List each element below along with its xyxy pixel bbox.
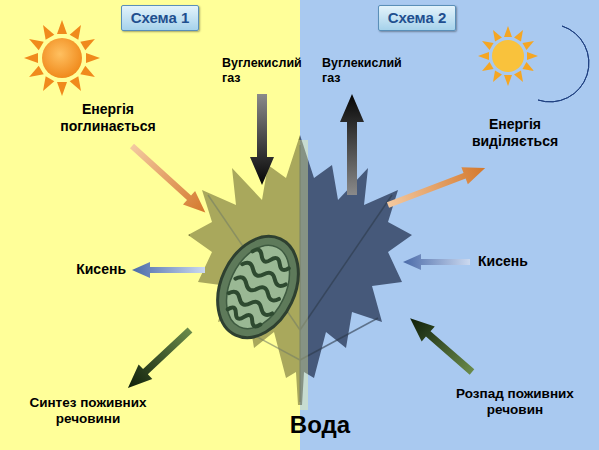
annotation-label: Вода bbox=[260, 411, 380, 440]
annotation-label: Енергія виділяється bbox=[450, 116, 580, 150]
oxygen-in-arrow bbox=[403, 254, 470, 270]
breakdown-arrow bbox=[404, 311, 479, 380]
scheme-header-box: Схема 1 bbox=[121, 5, 200, 31]
annotation-label: Вуглекислий газ bbox=[322, 56, 417, 86]
scheme-header-box: Схема 2 bbox=[378, 5, 457, 31]
co2-out-arrow bbox=[340, 94, 364, 195]
oxygen-out-arrow bbox=[132, 262, 205, 278]
annotation-label: Кисень bbox=[478, 253, 552, 270]
annotation-label: Вуглекислий газ bbox=[222, 56, 317, 86]
annotation-label: Розпад поживних речовин bbox=[440, 386, 590, 418]
annotation-label: Кисень bbox=[52, 261, 126, 278]
annotation-label: Енергія поглинається bbox=[43, 101, 173, 135]
header-text: Схема 1 bbox=[131, 9, 190, 27]
synthesis-arrow bbox=[121, 323, 197, 396]
energy-in-arrow bbox=[126, 139, 211, 219]
sun-icon bbox=[478, 26, 538, 86]
chloroplast-icon bbox=[202, 223, 314, 350]
header-text: Схема 2 bbox=[388, 9, 447, 27]
annotation-label: Синтез поживних речовини bbox=[13, 395, 163, 427]
sun-icon bbox=[24, 20, 100, 96]
energy-out-arrow bbox=[385, 159, 489, 213]
co2-in-arrow bbox=[250, 94, 274, 185]
moon-icon bbox=[538, 26, 589, 102]
